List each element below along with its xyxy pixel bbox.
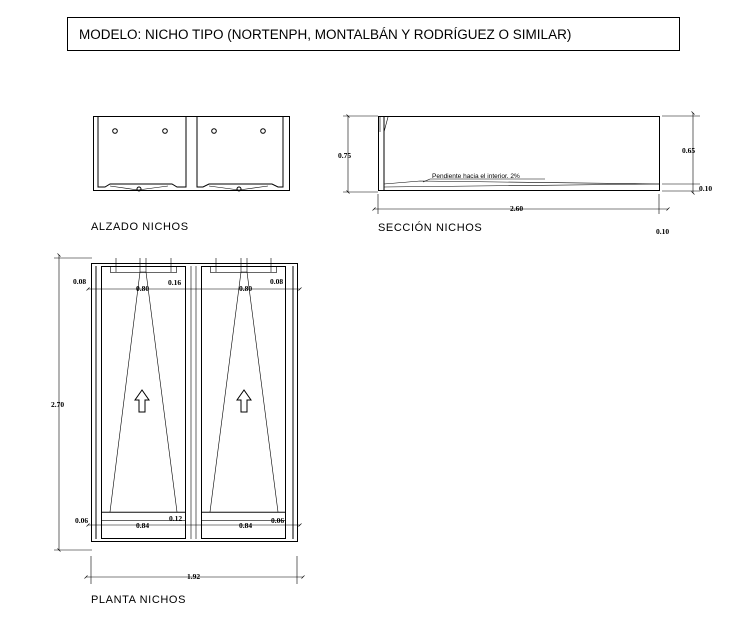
dim-plan-bot-mid-right: 0.84 [239,521,252,530]
alzado-view: ALZADO NICHOS [91,116,290,233]
planta-label: PLANTA NICHOS [91,594,186,606]
dim-plan-top-right: 0.08 [270,277,283,286]
dim-plan-bot-left: 0.06 [75,516,88,525]
drawing-title: MODELO: NICHO TIPO (NORTENPH, MONTALBÁN … [79,27,571,42]
dim-plan-width: 1.92 [187,572,200,581]
dim-plan-height: 2.70 [51,400,64,409]
dim-plan-bot-sep: 0.12 [169,514,182,523]
alzado-label: ALZADO NICHOS [91,221,189,233]
title-block: MODELO: NICHO TIPO (NORTENPH, MONTALBÁN … [67,17,680,51]
dim-plan-top-mid-left: 0.80 [136,284,149,293]
dim-plan-top-mid-right: 0.80 [239,284,252,293]
dim-plan-bot-mid-left: 0.84 [136,521,149,530]
dim-section-height: 0.75 [338,151,351,160]
dim-section-end: 0.10 [656,227,669,236]
planta-view: 0.08 0.80 0.16 0.80 0.08 2.70 0.06 0.84 … [51,253,305,606]
dim-section-base: 0.10 [699,184,712,193]
seccion-view: Pendiente hacia el interior. 2% 0.75 0.6… [338,111,712,236]
dim-section-length: 2.60 [510,204,523,213]
dim-plan-top-left: 0.08 [73,277,86,286]
dim-section-inner-height: 0.65 [682,146,695,155]
seccion-label: SECCIÓN NICHOS [378,221,482,234]
slope-note: Pendiente hacia el interior. 2% [432,173,520,180]
dim-plan-bot-right: 0.06 [271,516,284,525]
dim-plan-top-sep: 0.16 [168,278,181,287]
